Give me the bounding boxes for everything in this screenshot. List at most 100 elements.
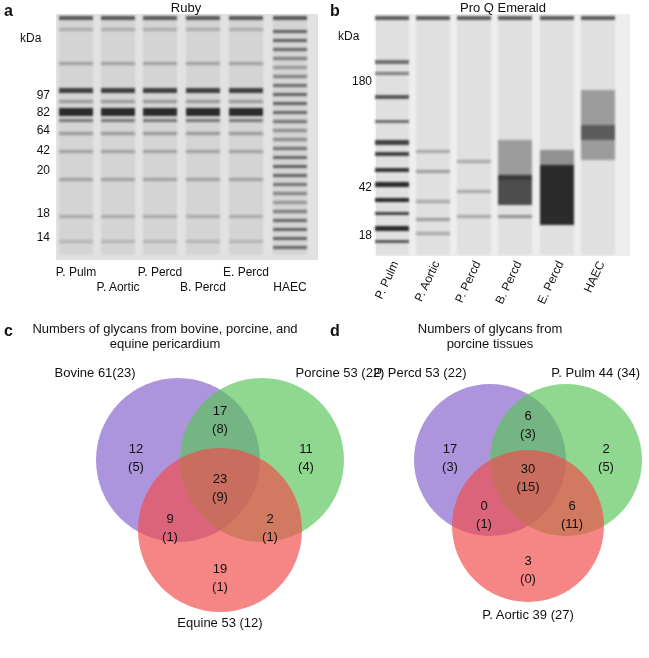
- gel-band: [457, 215, 491, 218]
- gel-band: [186, 132, 220, 135]
- gel-band: [273, 183, 307, 186]
- gel-band: [416, 16, 450, 20]
- gel-band: [143, 119, 177, 122]
- gel-band: [375, 20, 409, 255]
- gel-band: [273, 219, 307, 222]
- gel-band: [375, 240, 409, 243]
- gel-band: [143, 62, 177, 65]
- gel-band: [186, 215, 220, 218]
- gel-band: [416, 232, 450, 235]
- panel-title: Pro Q Emerald: [460, 1, 546, 16]
- region-count: 2: [602, 442, 609, 457]
- gel-band: [229, 240, 263, 243]
- lane-label: B. Percd: [493, 259, 525, 307]
- gel-band: [143, 20, 177, 255]
- gel-band: [273, 93, 307, 96]
- gel-band: [143, 16, 177, 20]
- gel-band: [229, 88, 263, 93]
- region-count: 9: [166, 512, 173, 527]
- gel-band: [375, 198, 409, 202]
- gel-background: [56, 14, 318, 260]
- gel-band: [416, 20, 450, 255]
- gel-band: [273, 48, 307, 51]
- region-count: (8): [212, 422, 228, 437]
- gel-band: [540, 165, 574, 225]
- set-heading: P. Aortic 39 (27): [482, 608, 574, 623]
- gel-band: [273, 120, 307, 123]
- gel-band: [143, 215, 177, 218]
- circle-fill: [138, 448, 302, 612]
- gel-band: [143, 150, 177, 153]
- gel-band: [416, 170, 450, 173]
- gel-band: [186, 62, 220, 65]
- gel-band: [273, 192, 307, 195]
- panel-letter: c: [4, 322, 13, 340]
- panel-letter: d: [330, 322, 340, 340]
- gel-band: [229, 178, 263, 181]
- marker-label: 42: [359, 181, 372, 195]
- region-count: 23: [213, 472, 227, 487]
- gel-band: [457, 20, 491, 255]
- axis-unit: kDa: [338, 30, 359, 44]
- gel-band: [101, 28, 135, 31]
- gel-band: [59, 150, 93, 153]
- marker-label: 64: [37, 124, 50, 138]
- gel-band: [273, 111, 307, 114]
- region-count: 6: [524, 409, 531, 424]
- gel-band: [59, 100, 93, 103]
- marker-label: 42: [37, 144, 50, 158]
- gel-band: [375, 212, 409, 215]
- gel-band: [498, 215, 532, 218]
- lane-label: B. Percd: [180, 281, 226, 295]
- set-heading: Porcine 53 (22): [296, 366, 385, 381]
- gel-band: [229, 62, 263, 65]
- gel-band: [101, 119, 135, 122]
- gel-band: [101, 16, 135, 20]
- region-count: 0: [480, 499, 487, 514]
- lane-label: P. Aortic: [413, 259, 444, 304]
- marker-label: 82: [37, 106, 50, 120]
- marker-label: 97: [37, 89, 50, 103]
- gel-band: [143, 108, 177, 116]
- gel-band: [186, 88, 220, 93]
- gel-band: [273, 129, 307, 132]
- gel-band: [375, 72, 409, 75]
- circle-fill: [452, 450, 604, 602]
- gel-band: [186, 100, 220, 103]
- set-heading: P. Percd 53 (22): [374, 366, 467, 381]
- gel-band: [581, 16, 615, 20]
- set-heading: P. Pulm 44 (34): [551, 366, 640, 381]
- gel-band: [186, 119, 220, 122]
- gel-background: [376, 14, 630, 256]
- gel-band: [273, 201, 307, 204]
- gel-band: [273, 16, 307, 20]
- marker-label: 180: [352, 75, 372, 89]
- gel-band: [101, 150, 135, 153]
- region-count: 12: [129, 442, 143, 457]
- gel-band: [375, 140, 409, 145]
- lane-label: HAEC: [273, 281, 306, 295]
- gel-band: [457, 16, 491, 20]
- region-count: (3): [442, 460, 458, 475]
- lane-label: P. Percd: [138, 266, 182, 280]
- gel-band: [273, 66, 307, 69]
- region-count: (5): [128, 460, 144, 475]
- gel-band: [416, 150, 450, 153]
- gel-band: [581, 90, 615, 160]
- gel-band: [229, 215, 263, 218]
- gel-band: [59, 215, 93, 218]
- lane-label: P. Pulm: [56, 266, 96, 280]
- region-count: 11: [299, 442, 313, 457]
- gel-band: [186, 178, 220, 181]
- gel-band: [229, 150, 263, 153]
- region-count: (1): [162, 530, 178, 545]
- gel-band: [273, 39, 307, 42]
- gel-band: [59, 119, 93, 122]
- gel-band: [375, 182, 409, 187]
- gel-band: [186, 108, 220, 116]
- gel-band: [186, 28, 220, 31]
- gel-band: [273, 30, 307, 33]
- gel-band: [186, 20, 220, 255]
- gel-band: [273, 57, 307, 60]
- gel-band: [229, 20, 263, 255]
